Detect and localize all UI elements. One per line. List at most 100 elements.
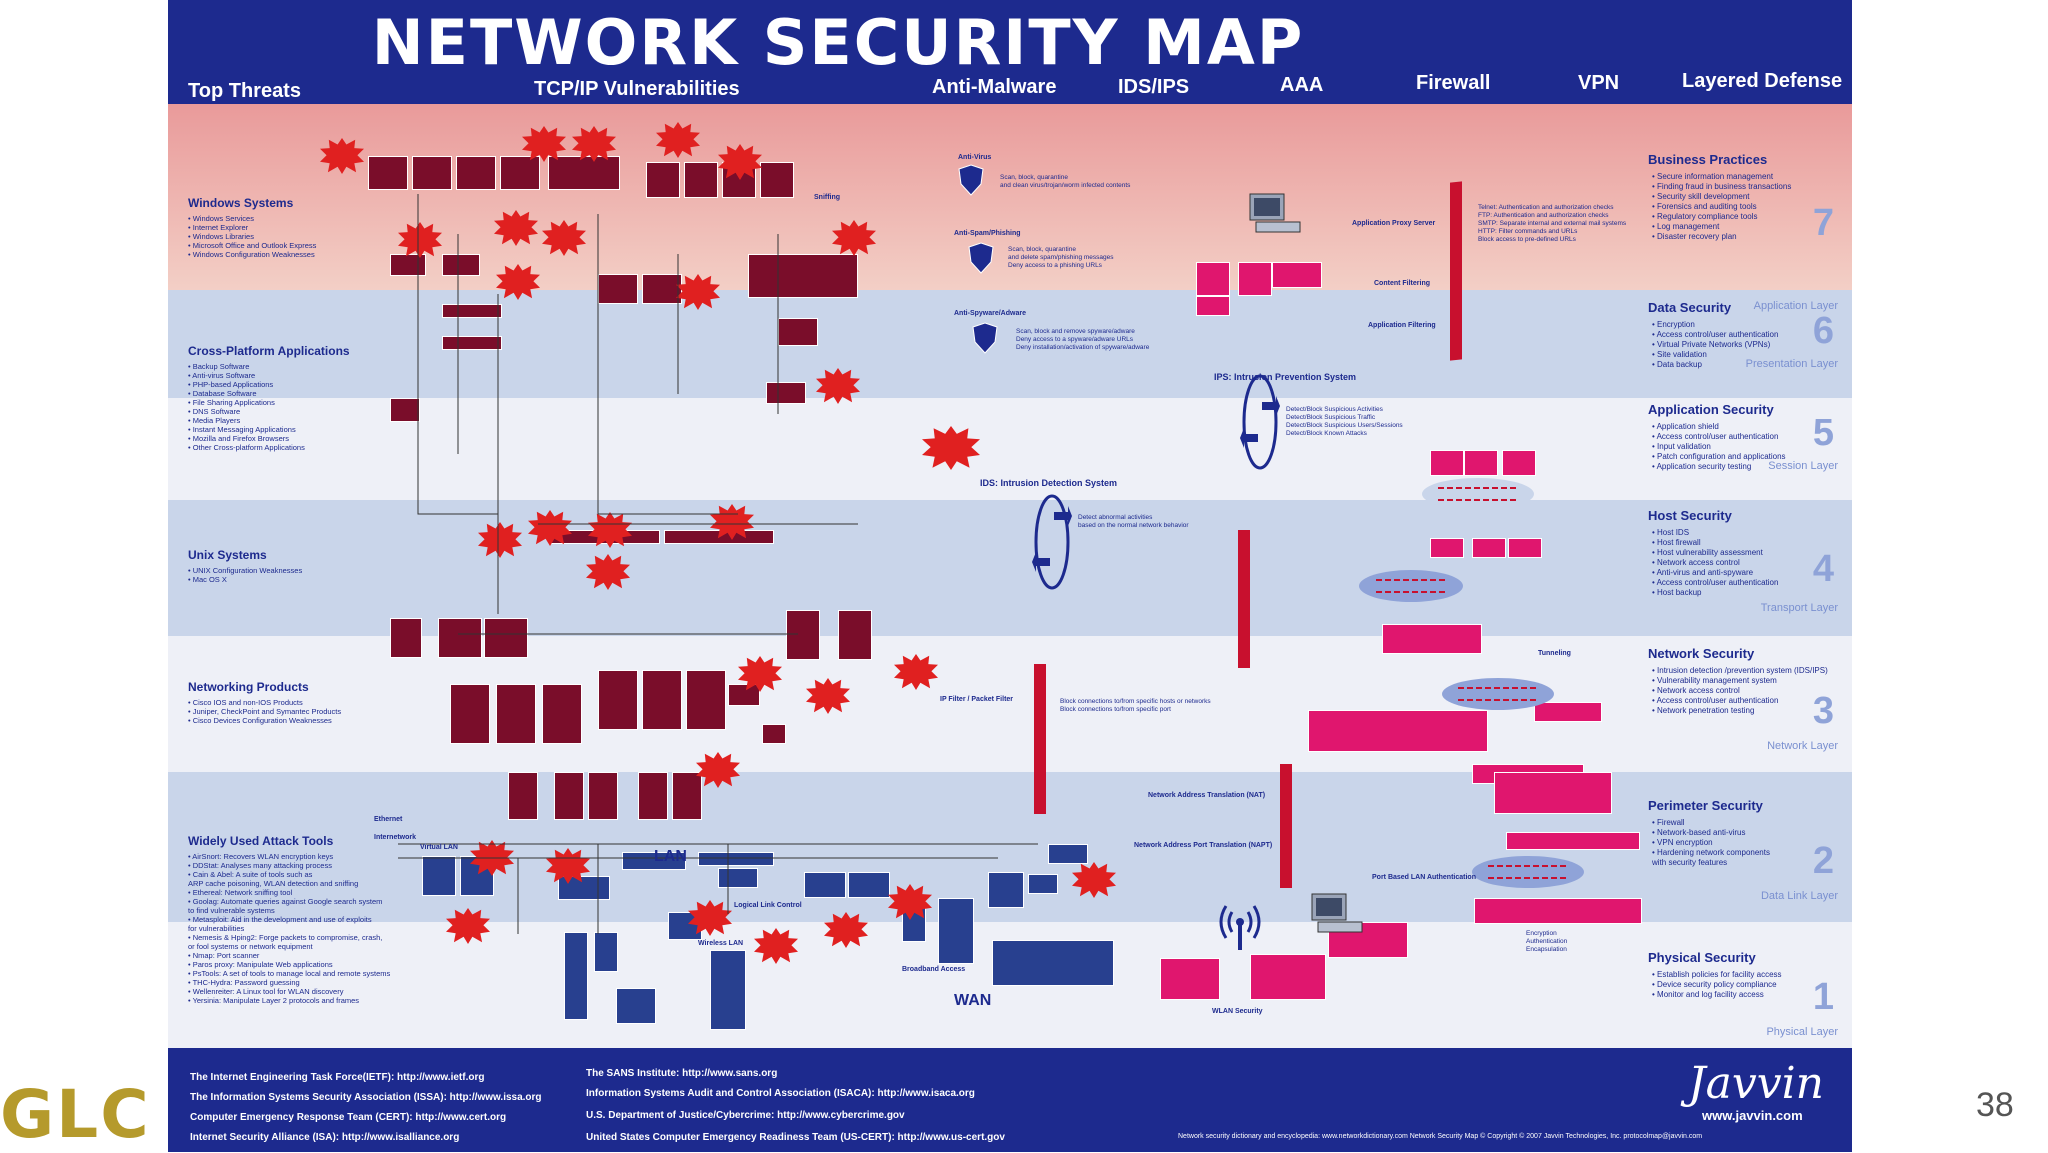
protocol-node (638, 772, 668, 820)
encryption-label: Encryption Authentication Encapsulation (1526, 930, 1568, 953)
threat-title: Cross-Platform Applications (188, 344, 350, 358)
protocol-node (542, 684, 582, 744)
javvin-url: www.javvin.com (1702, 1108, 1803, 1123)
vpn-node (1464, 450, 1498, 476)
vpn-tunnel-cloud-icon (1359, 570, 1463, 602)
datalink-node (848, 872, 890, 898)
anti-spam-text: Scan, block, quarantine and delete spam/… (1008, 246, 1114, 269)
column-ids-ips: IDS/IPS (1118, 76, 1190, 98)
firewall-wall-lower (1034, 664, 1046, 814)
datalink-node (558, 876, 610, 900)
protocol-node (838, 610, 872, 660)
protocol-node (450, 684, 490, 744)
layer-number: 4 (1812, 548, 1834, 590)
anti-spyware-text: Scan, block and remove spyware/adware De… (1016, 328, 1150, 351)
protocol-node (778, 318, 818, 346)
threat-unix-systems: Unix Systems • UNIX Configuration Weakne… (188, 548, 408, 584)
internetwork-label: Internetwork (374, 834, 417, 841)
vpn-node (1308, 710, 1488, 752)
org-link: Internet Security Alliance (ISA): http:/… (190, 1132, 460, 1143)
aaa-node (1196, 262, 1230, 296)
port-auth-label: Port Based LAN Authentication (1372, 874, 1476, 881)
shield-icon (972, 322, 998, 354)
datalink-node (564, 932, 588, 1020)
aaa-node (1272, 262, 1322, 288)
org-link: United States Computer Emergency Readine… (586, 1132, 1005, 1143)
wlan-security-label: WLAN Security (1212, 1008, 1263, 1015)
column-vpn: VPN (1578, 72, 1620, 94)
connection-lines (398, 194, 1038, 934)
org-link: Computer Emergency Response Team (CERT):… (190, 1112, 507, 1123)
anti-spam-label: Anti-Spam/Phishing (954, 230, 1021, 237)
column-anti-malware: Anti-Malware (932, 76, 1057, 98)
protocol-node (766, 382, 806, 404)
layer-2-block: Perimeter Security • Firewall • Network-… (1648, 798, 1852, 928)
layer-items: • Host IDS • Host firewall • Host vulner… (1652, 528, 1779, 597)
vpn-node (1534, 702, 1602, 722)
vpn-node (1430, 450, 1464, 476)
protocol-node (368, 156, 408, 190)
threat-cross-platform: Cross-Platform Applications • Backup Sof… (188, 344, 408, 452)
datalink-node (616, 988, 656, 1024)
proxy-text: Telnet: Authentication and authorization… (1478, 204, 1627, 243)
layer-osi-label: Session Layer (1768, 460, 1838, 472)
band-transport (168, 500, 1852, 636)
protocol-node (684, 162, 718, 198)
protocol-node (642, 274, 682, 304)
aaa-node (1196, 296, 1230, 316)
layer-title: Perimeter Security (1648, 798, 1763, 813)
layer-osi-label: Data Link Layer (1760, 890, 1838, 902)
slide-number: 38 (1976, 1086, 2014, 1124)
layer-items: • Encryption • Access control/user authe… (1652, 320, 1779, 369)
glc-logo: GLC (0, 1076, 151, 1153)
protocol-node (554, 772, 584, 820)
org-link: Information Systems Audit and Control As… (586, 1088, 975, 1099)
packet-filter-label: IP Filter / Packet Filter (940, 696, 1014, 703)
threat-title: Unix Systems (188, 548, 267, 562)
anti-virus-label: Anti-Virus (958, 154, 992, 161)
column-top-threats: Top Threats (188, 80, 301, 102)
ethernet-label: Ethernet (374, 816, 403, 823)
vpn-node (1472, 538, 1506, 558)
vpn-tunnel-cloud-icon (1472, 856, 1584, 888)
org-link: The Information Systems Security Associa… (190, 1092, 542, 1103)
layer-items: • Establish policies for facility access… (1652, 970, 1782, 999)
poster-footer: The Internet Engineering Task Force(IETF… (168, 1048, 1852, 1152)
threat-title: Windows Systems (188, 196, 294, 210)
band-session (168, 398, 1852, 500)
threat-items: • Backup Software • Anti-virus Software … (188, 362, 305, 452)
layer-items: • Intrusion detection /prevention system… (1652, 666, 1828, 715)
javvin-logo: Javvin (1688, 1058, 1824, 1109)
protocol-node (438, 618, 482, 658)
datalink-node (988, 872, 1024, 908)
threat-title: Networking Products (188, 680, 309, 694)
protocol-node (786, 610, 820, 660)
nat-label: Network Address Translation (NAT) (1148, 792, 1266, 799)
datalink-node (622, 852, 686, 870)
wireless-lan-label: Wireless LAN (698, 940, 744, 947)
layer-5-block: Application Security • Application shiel… (1648, 402, 1852, 502)
protocol-node (548, 156, 620, 190)
protocol-node (598, 670, 638, 730)
virtual-lan-label: Virtual LAN (420, 844, 458, 851)
protocol-node (496, 684, 536, 744)
datalink-node (594, 932, 618, 972)
anti-spyware-label: Anti-Spyware/Adware (954, 310, 1026, 317)
lan-label: LAN (654, 848, 687, 865)
protocol-node (686, 670, 726, 730)
datalink-node (1028, 874, 1058, 894)
vpn-node (1502, 450, 1536, 476)
datalink-node (710, 950, 746, 1030)
layer-title: Network Security (1648, 646, 1755, 661)
org-link: The SANS Institute: http://www.sans.org (586, 1068, 778, 1079)
column-tcpip-vulnerabilities: TCP/IP Vulnerabilities (534, 78, 740, 100)
tunneling-label: Tunneling (1538, 650, 1571, 657)
protocol-node (412, 156, 452, 190)
layer-title: Physical Security (1648, 950, 1756, 965)
layer-number: 5 (1812, 412, 1834, 454)
org-link: U.S. Department of Justice/Cybercrime: h… (586, 1110, 905, 1121)
firewall-wall-mid (1238, 530, 1250, 668)
vpn-node (1494, 772, 1612, 814)
datalink-node (992, 940, 1114, 986)
napt-label: Network Address Port Translation (NAPT) (1134, 842, 1273, 849)
